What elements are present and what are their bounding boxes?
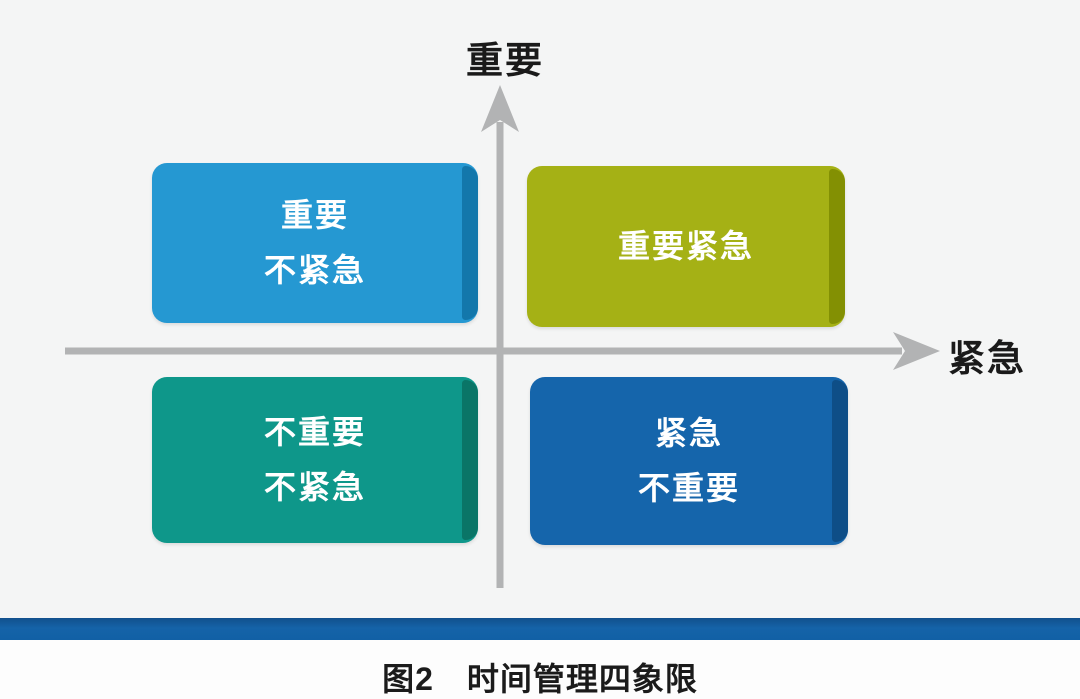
y-axis-label: 重要: [466, 40, 544, 81]
quadrant-important-not-urgent: 重要 不紧急: [152, 163, 478, 323]
quadrant-label-line: 不紧急: [263, 469, 366, 505]
quadrant-label-line: 不重要: [637, 470, 740, 506]
quadrant-label-line: 重要紧急: [617, 228, 754, 264]
x-axis-label: 紧急: [948, 338, 1026, 379]
quadrant-label-line: 不紧急: [263, 252, 366, 288]
quadrant-important-urgent: 重要紧急: [527, 166, 845, 327]
footer-background: [0, 640, 1080, 699]
x-axis-arrow-icon: [893, 332, 940, 370]
quadrant-label-line: 紧急: [654, 415, 723, 451]
figure-caption: 图2 时间管理四象限: [382, 661, 698, 697]
quadrant-label-line: 不重要: [263, 414, 366, 450]
y-axis-arrow-icon: [481, 85, 519, 132]
quadrant-label-line: 重要: [280, 197, 349, 233]
quadrant-urgent-not-important: 紧急 不重要: [530, 377, 848, 545]
quadrant-not-important-not-urgent: 不重要 不紧急: [152, 377, 478, 543]
bottom-divider-bar: [0, 618, 1080, 640]
